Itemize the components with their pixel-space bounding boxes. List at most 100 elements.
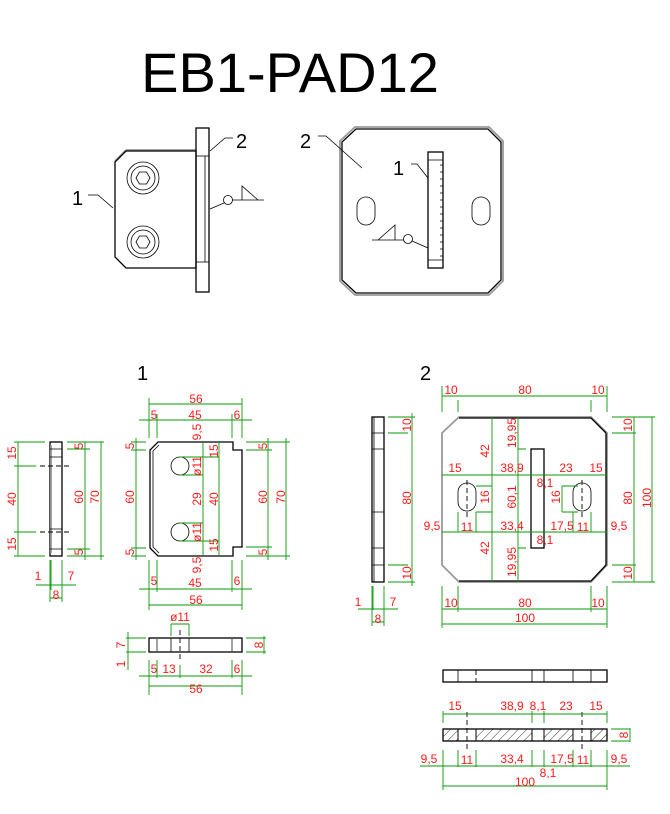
dim-label: 56 [189, 682, 203, 696]
dim-label: 5 [256, 442, 270, 449]
dim-label: 9,5 [424, 519, 441, 533]
part2-top-strip-view [442, 669, 608, 683]
dim-label: 10 [400, 418, 414, 432]
dim-label: 8,1 [530, 699, 547, 713]
dim-label: 5 [256, 548, 270, 555]
dim-label: 1 [114, 660, 128, 667]
dim-label: 45 [188, 408, 202, 422]
dim-label: 13 [162, 662, 176, 676]
dim-label: 10 [621, 418, 635, 432]
dim-label: 23 [559, 461, 573, 475]
part1-front-view: 56 5 45 6 9,5 5 60 5 15 ø11 29 40 ø11 15… [123, 392, 290, 610]
dim-label: 80 [518, 596, 532, 610]
dim-label: 60 [72, 490, 86, 504]
dim-label: 9,5 [421, 752, 438, 766]
dim-label: 5 [123, 442, 137, 449]
dim-label: 1 [35, 569, 42, 583]
dim-label: 15 [207, 444, 221, 458]
dim-label: 23 [559, 699, 573, 713]
dim-label: 15 [207, 538, 221, 552]
part2-front-view: 10 80 10 10 80 10 100 10 80 10 100 19,95… [424, 383, 655, 628]
dim-label: 42 [478, 541, 492, 555]
dim-label: 6 [234, 574, 241, 588]
dim-label: 19,95 [505, 418, 519, 448]
dim-label: 8 [617, 731, 631, 738]
dim-label: 5 [123, 548, 137, 555]
dim-label: 5 [151, 662, 158, 676]
dim-label: 6 [234, 662, 241, 676]
dim-label: ø11 [170, 610, 190, 624]
dim-label: 11 [461, 520, 474, 534]
dim-label: 5 [72, 442, 86, 449]
dim-label: 56 [189, 593, 203, 607]
dim-label: 5 [72, 548, 86, 555]
callout-2: 2 [300, 131, 311, 153]
dim-label: 80 [621, 491, 635, 505]
dim-label: 10 [444, 596, 458, 610]
dim-label: 7 [390, 595, 397, 609]
dim-label: 70 [88, 490, 102, 504]
dim-label: 19,95 [505, 547, 519, 577]
part2-section-view: 15 38,9 8,1 23 15 8 9,5 11 33,4 17,5 11 … [420, 699, 631, 790]
dim-label: ø11 [190, 522, 204, 542]
dim-label: 15 [589, 461, 603, 475]
dim-label: 8 [53, 588, 60, 602]
dim-label: 7 [114, 641, 128, 648]
bolt-icon [126, 225, 160, 259]
dim-label: 15 [448, 461, 462, 475]
dim-label: 8 [252, 641, 266, 648]
dim-label: 40 [207, 492, 221, 506]
dim-label: 40 [5, 492, 19, 506]
dim-label: 100 [515, 775, 535, 789]
dim-label: 6 [234, 408, 241, 422]
dim-label: 32 [199, 662, 213, 676]
part1-bottom-view: ø11 7 1 8 5 13 32 6 56 [114, 610, 266, 696]
dim-label: 11 [577, 753, 590, 767]
dim-label: 70 [274, 490, 288, 504]
dim-label: 100 [515, 611, 535, 625]
part-2-label: 2 [420, 363, 431, 385]
dim-label: 15 [589, 699, 603, 713]
dim-label: 5 [151, 574, 158, 588]
dim-label: 15 [448, 699, 462, 713]
weld-symbol-icon [209, 185, 264, 210]
dim-label: 11 [461, 753, 474, 767]
dim-label: 10 [591, 383, 605, 397]
dim-label: 15 [5, 446, 19, 460]
weld-symbol-icon [372, 224, 429, 249]
dim-label: 17,5 [550, 519, 574, 533]
dim-label: 80 [518, 383, 532, 397]
dim-label: 16 [478, 490, 492, 504]
dim-label: 1 [355, 595, 362, 609]
dim-label: 10 [400, 566, 414, 580]
bolt-icon [126, 161, 160, 195]
part1-side-view: 15 40 15 5 60 70 5 1 7 8 [5, 441, 104, 602]
dim-label: 80 [400, 491, 414, 505]
dim-label: 9,5 [611, 752, 628, 766]
dim-label: 9,5 [190, 556, 204, 573]
dim-label: 8,1 [537, 476, 554, 490]
callout-2: 2 [236, 131, 247, 153]
dim-label: 42 [478, 444, 492, 458]
dim-label: 29 [190, 492, 204, 506]
dim-label: 11 [577, 520, 590, 534]
dim-label: 9,5 [611, 519, 628, 533]
dim-label: 60 [256, 490, 270, 504]
dim-label: 8 [375, 612, 382, 626]
assembly-side-view: 1 2 [72, 127, 264, 293]
dim-label: 33,4 [500, 752, 524, 766]
dim-label: 9,5 [190, 423, 204, 440]
dim-label: 10 [621, 566, 635, 580]
dim-label: 45 [188, 576, 202, 590]
dim-label: 10 [591, 596, 605, 610]
dim-label: 56 [189, 392, 203, 406]
dim-label: 60,1 [505, 485, 519, 509]
part-1-label: 1 [137, 363, 148, 385]
dim-label: 5 [151, 408, 158, 422]
dim-label: 33,4 [500, 519, 524, 533]
dim-label: 7 [68, 569, 75, 583]
dim-label: 10 [444, 383, 458, 397]
dim-label: 100 [640, 488, 654, 508]
assembly-plate-view: 2 1 [300, 126, 504, 296]
